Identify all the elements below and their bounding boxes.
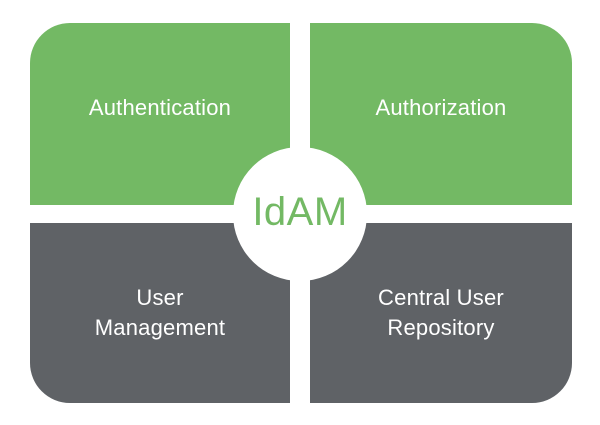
idam-center-circle: IdAM [233,147,367,281]
authentication-label: Authentication [88,95,232,120]
user-management-label: User Management [94,285,226,340]
central-user-repository-label: Central User Repository [378,285,504,340]
idam-center-label: IdAM [252,189,348,234]
authorization-label: Authorization [375,95,507,120]
authentication-block: Authentication [30,23,290,205]
